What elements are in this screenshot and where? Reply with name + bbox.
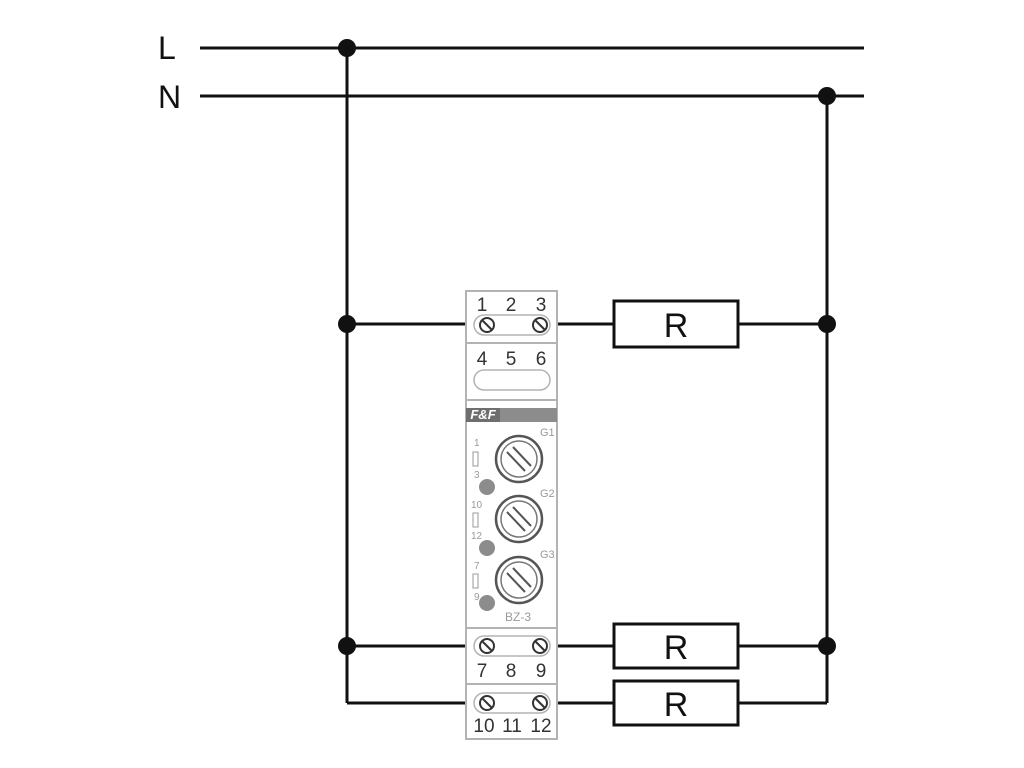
contact-label: 10 [471,500,483,511]
dial-g1: G1 1 3 [472,427,555,495]
screw-terminal-7 [479,638,495,654]
device-bz3: 1 2 3 4 5 6 F&F G1 [465,290,558,740]
terminal-number-5: 5 [506,349,517,370]
screw-terminal-12 [532,695,548,711]
junction-node [338,315,356,333]
contact-indicator [472,573,479,589]
brand-logo-text: F&F [470,407,496,422]
screw-terminal-9 [532,638,548,654]
junction-node [818,315,836,333]
line-label-l: L [158,30,176,66]
contact-label: 12 [471,531,483,542]
brand-logo [466,408,500,422]
resistor-box [612,679,740,727]
model-label: BZ-3 [505,610,531,624]
terminal-number-1: 1 [477,295,488,316]
resistor-load-2: R [612,622,740,670]
contact-label: 3 [474,470,480,481]
resistor-box [612,622,740,670]
dial-label: G3 [540,549,555,561]
dial-g2: G2 10 12 [471,488,555,556]
junction-node [818,637,836,655]
contact-indicator [472,512,479,528]
dial-label: G2 [540,488,555,500]
contact-label: 7 [474,561,480,572]
screw-terminal-10 [479,695,495,711]
terminal-number-8: 8 [506,661,517,682]
resistor-label: R [664,307,689,345]
screw-terminal-1 [479,317,495,333]
dial-label: G1 [540,427,555,439]
terminal-number-12: 12 [530,716,551,737]
junction-node-n-top [818,87,836,105]
line-label-n: N [158,79,181,115]
terminal-number-10: 10 [473,716,494,737]
led-indicator [479,540,495,556]
terminal-number-9: 9 [536,661,547,682]
contact-indicator [472,451,479,467]
dial-knob [494,434,544,484]
resistor-box [612,299,740,349]
dial-knob [494,555,544,605]
terminal-number-2: 2 [506,295,517,316]
resistor-label: R [664,629,689,667]
dial-knob [494,494,544,544]
led-indicator [479,595,495,611]
terminal-number-6: 6 [536,349,547,370]
junction-node-l-top [338,39,356,57]
screw-rail-empty [473,369,551,391]
contact-label: 9 [474,592,480,603]
junction-node [338,637,356,655]
dial-g3: G3 7 9 [472,549,555,611]
resistor-label: R [664,686,689,724]
screw-terminal-3 [532,317,548,333]
resistor-load-1: R [612,299,740,349]
led-indicator [479,479,495,495]
terminal-number-7: 7 [477,661,488,682]
terminal-number-4: 4 [477,349,488,370]
terminal-number-3: 3 [536,295,547,316]
contact-label: 1 [474,438,480,449]
resistor-load-3: R [612,679,740,727]
terminal-number-11: 11 [502,716,522,737]
